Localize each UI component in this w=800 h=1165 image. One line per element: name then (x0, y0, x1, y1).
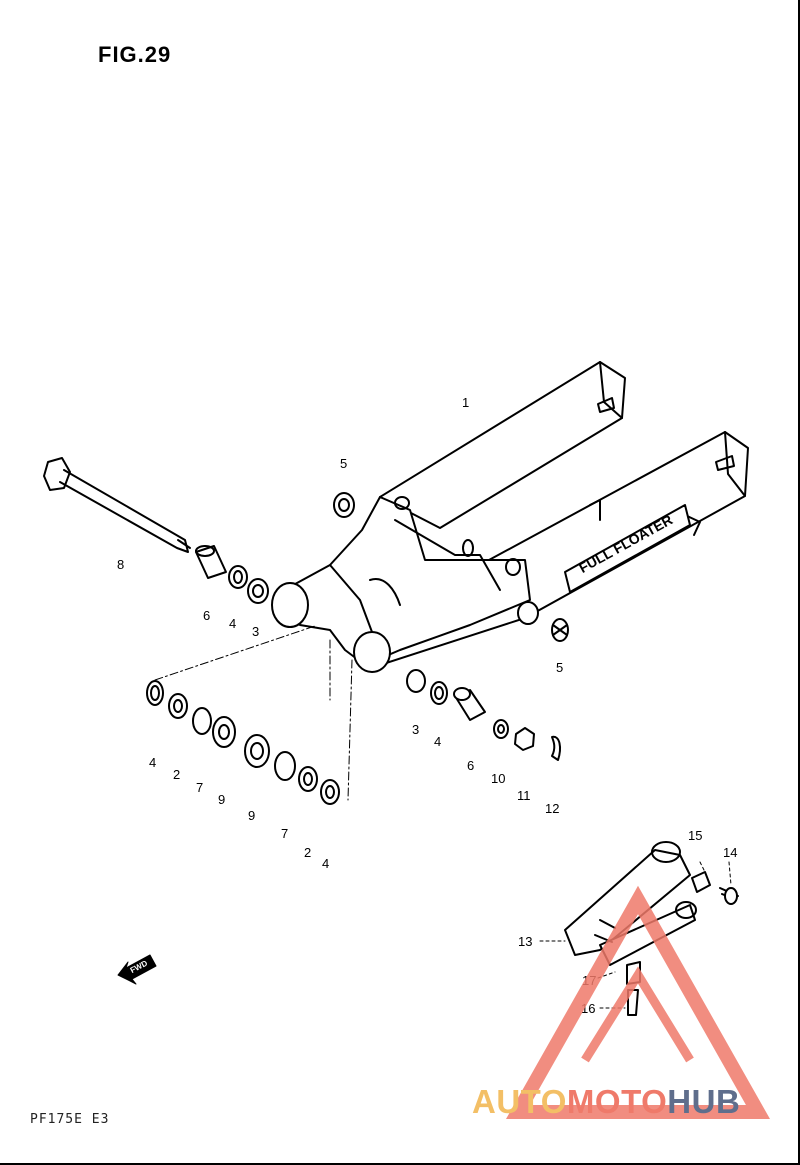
left-bushing-stack (195, 545, 269, 604)
watermark-auto: AUTO (472, 1083, 567, 1120)
callout-9: 9 (218, 792, 225, 807)
callout-4: 4 (434, 734, 441, 749)
callout-5: 5 (340, 456, 347, 471)
lower-bearing-stack (146, 680, 340, 805)
callout-4: 4 (149, 755, 156, 770)
callout-7: 7 (281, 826, 288, 841)
callout-12: 12 (545, 801, 559, 816)
callout-2: 2 (173, 767, 180, 782)
watermark-hub: HUB (667, 1083, 741, 1120)
figure-title: FIG.29 (98, 42, 172, 67)
callout-10: 10 (491, 771, 505, 786)
callout-6: 6 (203, 608, 210, 623)
center-lines (154, 625, 353, 801)
callout-5: 5 (556, 660, 563, 675)
pivot-bolt-part-8 (43, 457, 191, 553)
right-bushing-stack (406, 669, 561, 761)
swingarm-part-1 (271, 361, 749, 673)
callout-13: 13 (518, 934, 532, 949)
model-code: PF175E E3 (30, 1112, 110, 1127)
dust-seal-part-5-right (551, 618, 569, 642)
dust-seal-part-5-top (333, 492, 355, 518)
callout-labels: 1 5 8 6 4 3 5 3 4 6 10 11 12 4 2 7 9 9 7… (117, 395, 737, 1016)
watermark-text: AUTOMOTOHUB (472, 1083, 740, 1121)
callout-2: 2 (304, 845, 311, 860)
callout-11: 11 (517, 788, 531, 803)
fwd-arrow (117, 954, 157, 985)
callout-8: 8 (117, 557, 124, 572)
callout-3: 3 (412, 722, 419, 737)
watermark-moto: MOTO (566, 1083, 668, 1120)
callout-6: 6 (467, 758, 474, 773)
callout-1: 1 (462, 395, 469, 410)
callout-9: 9 (248, 808, 255, 823)
watermark-logo-triangle (505, 885, 771, 1119)
callout-7: 7 (196, 780, 203, 795)
callout-14: 14 (723, 845, 737, 860)
callout-3: 3 (252, 624, 259, 639)
callout-4: 4 (322, 856, 329, 871)
callout-15: 15 (688, 828, 702, 843)
callout-4: 4 (229, 616, 236, 631)
